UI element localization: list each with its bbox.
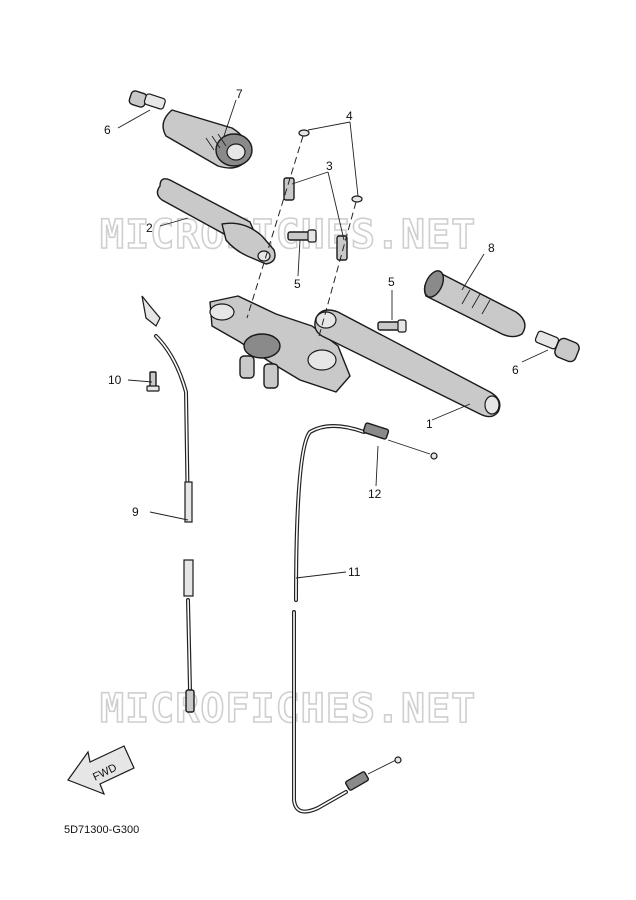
callout-3: 3 [326,159,333,173]
callout-4: 4 [346,109,353,123]
bar-end-left [128,90,166,110]
callout-1: 1 [426,417,433,431]
watermark-bottom: MICROFICHES.NET [100,686,476,732]
grip-right [423,270,526,338]
throttle-grip [162,109,253,169]
throttle-cable [292,422,438,814]
fwd-arrow: FWD [67,745,135,796]
bar-end-right [534,330,580,363]
drawing-code: 5D71300-G300 [64,824,139,836]
callout-10: 10 [108,373,122,387]
dash-line-right [317,201,357,341]
bolt-caps [283,129,363,261]
screw [146,371,160,392]
callout-11: 11 [348,565,361,579]
clutch-cable [141,295,195,713]
dash-line-left [246,135,304,319]
bolt-left [287,229,317,243]
bolt-right [377,319,407,333]
leader-lines [117,99,549,579]
callout-5-left: 5 [294,277,301,291]
callout-6-top: 6 [104,123,111,137]
callout-2: 2 [146,221,153,235]
callout-6-right: 6 [512,363,519,377]
callout-7: 7 [236,87,243,101]
handlebar-right [314,309,501,418]
triple-clamp [209,295,351,393]
callout-12: 12 [368,487,382,501]
callout-9: 9 [132,505,139,519]
callout-5-right: 5 [388,275,395,289]
callout-8: 8 [488,241,495,255]
